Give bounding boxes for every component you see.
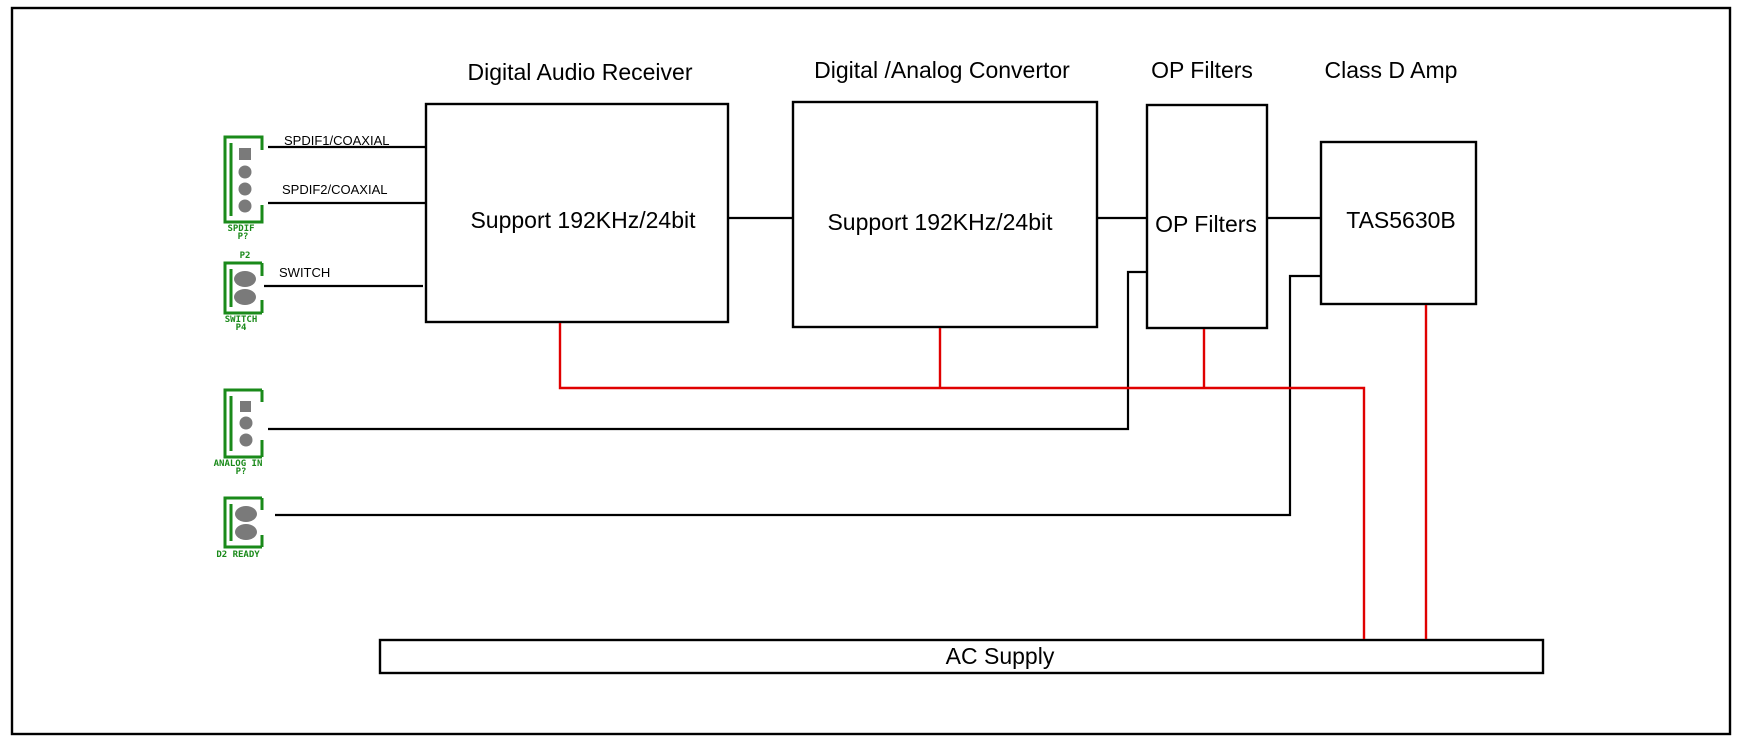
pin-2 — [238, 165, 252, 179]
receiver-spec-label: Support 192KHz/24bit — [470, 207, 696, 233]
diagram-frame — [10, 6, 1732, 736]
spdif-connector-name: SPDIF — [227, 224, 254, 234]
d2-ready-connector-outline — [223, 496, 262, 549]
switch-pin-1 — [234, 271, 256, 287]
spdif1-label: SPDIF1/COAXIAL — [284, 133, 389, 148]
ready-pin-1 — [235, 506, 257, 522]
op-filters-block: OP Filters — [1145, 103, 1269, 330]
d2-ready-connector: D2 READY — [216, 496, 264, 560]
ready-pin-2 — [235, 524, 257, 540]
header-digital-audio-receiver: Digital Audio Receiver — [467, 59, 692, 85]
switch-connector-name: SWITCH — [225, 315, 258, 325]
spdif-connector-ref: P? — [238, 232, 249, 242]
header-dac: Digital /Analog Convertor — [814, 57, 1070, 83]
spdif2-label: SPDIF2/COAXIAL — [282, 182, 387, 197]
header-op-filters: OP Filters — [1151, 57, 1253, 83]
power-bus-wire — [558, 323, 1366, 639]
dac-spec-label: Support 192KHz/24bit — [827, 209, 1053, 235]
filters-block-label: OP Filters — [1155, 211, 1257, 237]
analog-pin-2 — [239, 416, 253, 430]
analog-pin-1-square — [240, 401, 251, 412]
spdif-connector: SPDIF P? — [223, 135, 264, 242]
header-class-d-amp: Class D Amp — [1325, 57, 1458, 83]
switch-label: SWITCH — [279, 265, 330, 280]
switch-connector-ref-top: P2 — [240, 251, 251, 261]
analog-in-connector-ref: P? — [236, 467, 247, 477]
analog-in-wire — [268, 270, 1146, 431]
pin-1-square — [239, 148, 251, 160]
digital-audio-receiver-block: Support 192KHz/24bit — [424, 102, 730, 324]
switch-connector-outline — [223, 261, 262, 315]
d2-ready-connector-name: D2 READY — [216, 550, 260, 560]
switch-connector-ref: P4 — [236, 323, 247, 333]
spdif-connector-outline — [223, 135, 250, 224]
pin-3 — [238, 182, 252, 196]
analog-in-connector: ANALOG IN P? — [214, 388, 264, 477]
ac-supply-label: AC Supply — [946, 643, 1055, 669]
ready-wire — [275, 274, 1320, 517]
switch-pin-2 — [234, 289, 256, 305]
pin-4 — [238, 199, 252, 213]
signal-wires — [263, 145, 1320, 517]
power-wires — [558, 305, 1428, 639]
switch-connector: P2 SWITCH P4 — [223, 251, 264, 333]
class-d-amp-block: TAS5630B — [1319, 140, 1478, 306]
amp-chip-label: TAS5630B — [1346, 207, 1456, 233]
analog-in-connector-name: ANALOG IN — [214, 459, 263, 469]
analog-pin-3 — [239, 433, 253, 447]
dac-block: Support 192KHz/24bit — [791, 100, 1099, 329]
ac-supply-block: AC Supply — [378, 638, 1545, 675]
analog-in-connector-outline — [223, 388, 262, 459]
